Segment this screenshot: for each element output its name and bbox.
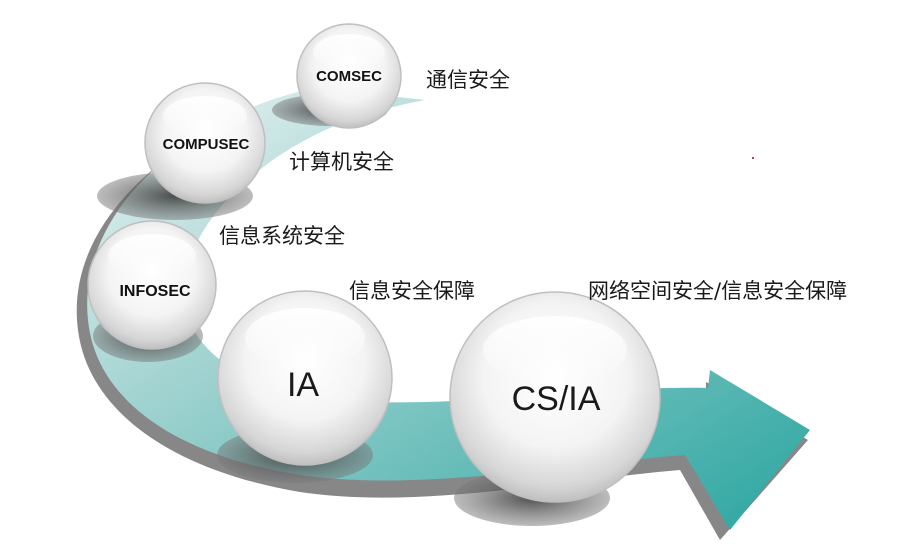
csia-caption: 网络空间安全/信息安全保障 (588, 279, 848, 303)
infosec-caption: 信息系统安全 (219, 224, 345, 248)
compusec-caption: 计算机安全 (289, 150, 394, 174)
comsec-caption: 通信安全 (426, 68, 510, 92)
compusec-label: COMPUSEC (163, 136, 250, 153)
infosec-gloss (108, 234, 196, 278)
ia-gloss (245, 308, 365, 368)
csia-label: CS/IA (512, 380, 601, 418)
comsec-label: COMSEC (316, 68, 382, 85)
comsec-gloss (313, 34, 385, 70)
ia-caption: 信息安全保障 (349, 279, 475, 303)
stray-dot (752, 157, 754, 159)
csia-gloss (483, 316, 627, 384)
infosec-label: INFOSEC (119, 283, 191, 300)
compusec-gloss (163, 96, 247, 136)
ia-label: IA (287, 366, 319, 404)
